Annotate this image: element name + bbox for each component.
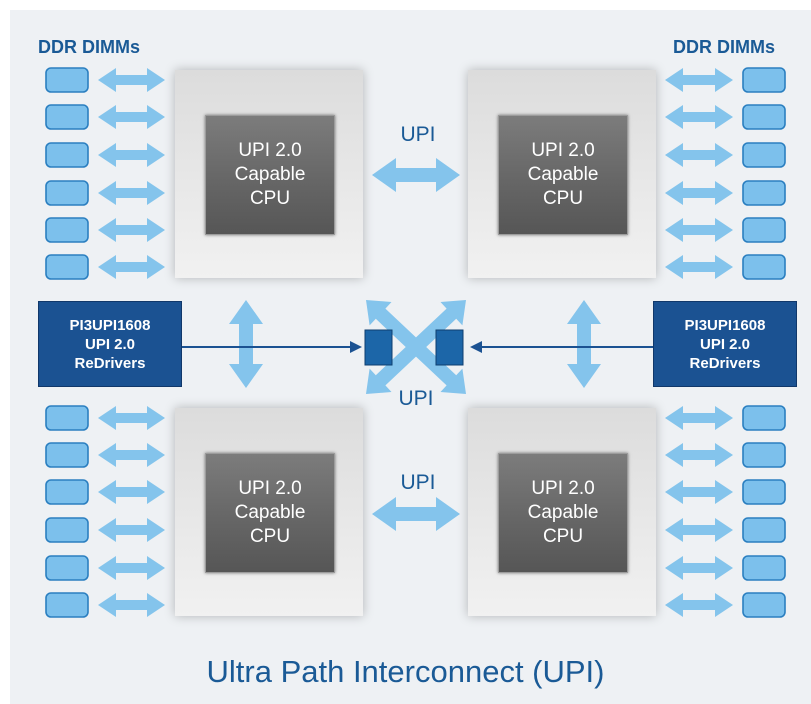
dimm-module-right-7: [742, 405, 786, 431]
dimm-link-arrow-right-12: [665, 593, 733, 617]
diagram-title: Ultra Path Interconnect (UPI): [206, 654, 605, 689]
upi-label-center: UPI: [398, 387, 434, 410]
upi-crossover-arrow-2: [366, 300, 466, 394]
redriver-text-line2: UPI 2.0: [699, 335, 751, 353]
dimm-module-left-4: [45, 180, 89, 206]
cpu-text-line2: Capable: [527, 502, 599, 523]
upi-arrow-top: [372, 158, 460, 192]
dimm-module-right-1: [742, 67, 786, 93]
dimm-link-arrow-right-9: [665, 480, 733, 504]
cpu-text-line1: UPI 2.0: [238, 140, 302, 161]
cpu-package-top-left: UPI 2.0 Capable CPU: [175, 70, 363, 278]
dimm-link-arrow-left-12: [98, 593, 165, 617]
dimm-link-arrow-right-3: [665, 143, 733, 167]
dimm-module-right-5: [742, 217, 786, 243]
cpu-package-top-right: UPI 2.0 Capable CPU: [468, 70, 656, 278]
upi-arrow-bottom: [372, 497, 460, 531]
arrow-group: [98, 68, 733, 617]
redriver-text-line3: ReDrivers: [74, 354, 146, 372]
cpu-text-line1: UPI 2.0: [531, 140, 595, 161]
dimm-module-right-9: [742, 479, 786, 505]
redriver-text-line1: PI3UPI1608: [69, 316, 151, 334]
dimm-module-left-5: [45, 217, 89, 243]
dimm-link-arrow-left-5: [98, 218, 165, 242]
dimm-link-arrow-right-7: [665, 406, 733, 430]
dimm-label-right: DDR DIMMs: [673, 37, 775, 57]
cpu-text-line1: UPI 2.0: [238, 478, 302, 499]
dimm-module-right-3: [742, 142, 786, 168]
dimm-link-arrow-right-11: [665, 556, 733, 580]
cpu-text-line1: UPI 2.0: [531, 478, 595, 499]
upi-label-bottom: UPI: [400, 471, 436, 494]
dimm-link-arrow-right-4: [665, 181, 733, 205]
dimm-module-right-6: [742, 254, 786, 280]
dimm-link-arrow-left-3: [98, 143, 165, 167]
dimm-module-right-12: [742, 592, 786, 618]
upi-arrow-vertical-left: [229, 300, 263, 388]
dimm-link-arrow-left-11: [98, 556, 165, 580]
dimm-module-left-1: [45, 67, 89, 93]
dimm-group: [45, 67, 786, 618]
dimm-link-arrow-left-1: [98, 68, 165, 92]
cpu-die-top-left: UPI 2.0 Capable CPU: [205, 115, 335, 235]
dimm-link-arrow-left-4: [98, 181, 165, 205]
cpu-text-line3: CPU: [249, 188, 291, 209]
upi-label-top: UPI: [400, 123, 436, 146]
dimm-link-arrow-left-8: [98, 443, 165, 467]
cpu-die-bottom-left: UPI 2.0 Capable CPU: [205, 453, 335, 573]
dimm-module-left-2: [45, 104, 89, 130]
dimm-link-arrow-left-10: [98, 518, 165, 542]
cpu-text-line3: CPU: [249, 526, 291, 547]
connector-arrowhead-right: [470, 341, 482, 353]
cpu-text-line2: Capable: [527, 164, 599, 185]
dimm-module-right-10: [742, 517, 786, 543]
dimm-module-left-6: [45, 254, 89, 280]
dimm-module-left-12: [45, 592, 89, 618]
cpu-package-bottom-right: UPI 2.0 Capable CPU: [468, 408, 656, 616]
cpu-package-bottom-left: UPI 2.0 Capable CPU: [175, 408, 363, 616]
dimm-link-arrow-right-8: [665, 443, 733, 467]
dimm-module-left-10: [45, 517, 89, 543]
dimm-label-left: DDR DIMMs: [38, 37, 140, 57]
upi-arrow-vertical-right: [567, 300, 601, 388]
dimm-module-right-4: [742, 180, 786, 206]
cpu-text-line2: Capable: [234, 164, 306, 185]
dimm-module-right-2: [742, 104, 786, 130]
redriver-text-line3: ReDrivers: [689, 354, 761, 372]
dimm-module-right-8: [742, 442, 786, 468]
redriver-box-right: PI3UPI1608 UPI 2.0 ReDrivers: [653, 301, 797, 387]
dimm-link-arrow-left-6: [98, 255, 165, 279]
cpu-text-line3: CPU: [542, 526, 584, 547]
dimm-module-right-11: [742, 555, 786, 581]
dimm-module-left-3: [45, 142, 89, 168]
redriver-text-line2: UPI 2.0: [84, 335, 136, 353]
dimm-link-arrow-right-6: [665, 255, 733, 279]
dimm-link-arrow-right-1: [665, 68, 733, 92]
dimm-link-arrow-right-5: [665, 218, 733, 242]
dimm-link-arrow-right-10: [665, 518, 733, 542]
redriver-chip-left: [364, 329, 393, 366]
dimm-link-arrow-left-2: [98, 105, 165, 129]
connector-arrowhead-left: [350, 341, 362, 353]
dimm-module-left-9: [45, 479, 89, 505]
dimm-module-left-8: [45, 442, 89, 468]
redriver-box-left: PI3UPI1608 UPI 2.0 ReDrivers: [38, 301, 182, 387]
dimm-link-arrow-right-2: [665, 105, 733, 129]
dimm-link-arrow-left-9: [98, 480, 165, 504]
cpu-text-line3: CPU: [542, 188, 584, 209]
dimm-link-arrow-left-7: [98, 406, 165, 430]
dimm-module-left-7: [45, 405, 89, 431]
redriver-text-line1: PI3UPI1608: [684, 316, 766, 334]
cpu-text-line2: Capable: [234, 502, 306, 523]
upi-crossover: [181, 300, 653, 394]
cpu-die-top-right: UPI 2.0 Capable CPU: [498, 115, 628, 235]
dimm-module-left-11: [45, 555, 89, 581]
redriver-chip-right: [435, 329, 464, 366]
cpu-die-bottom-right: UPI 2.0 Capable CPU: [498, 453, 628, 573]
